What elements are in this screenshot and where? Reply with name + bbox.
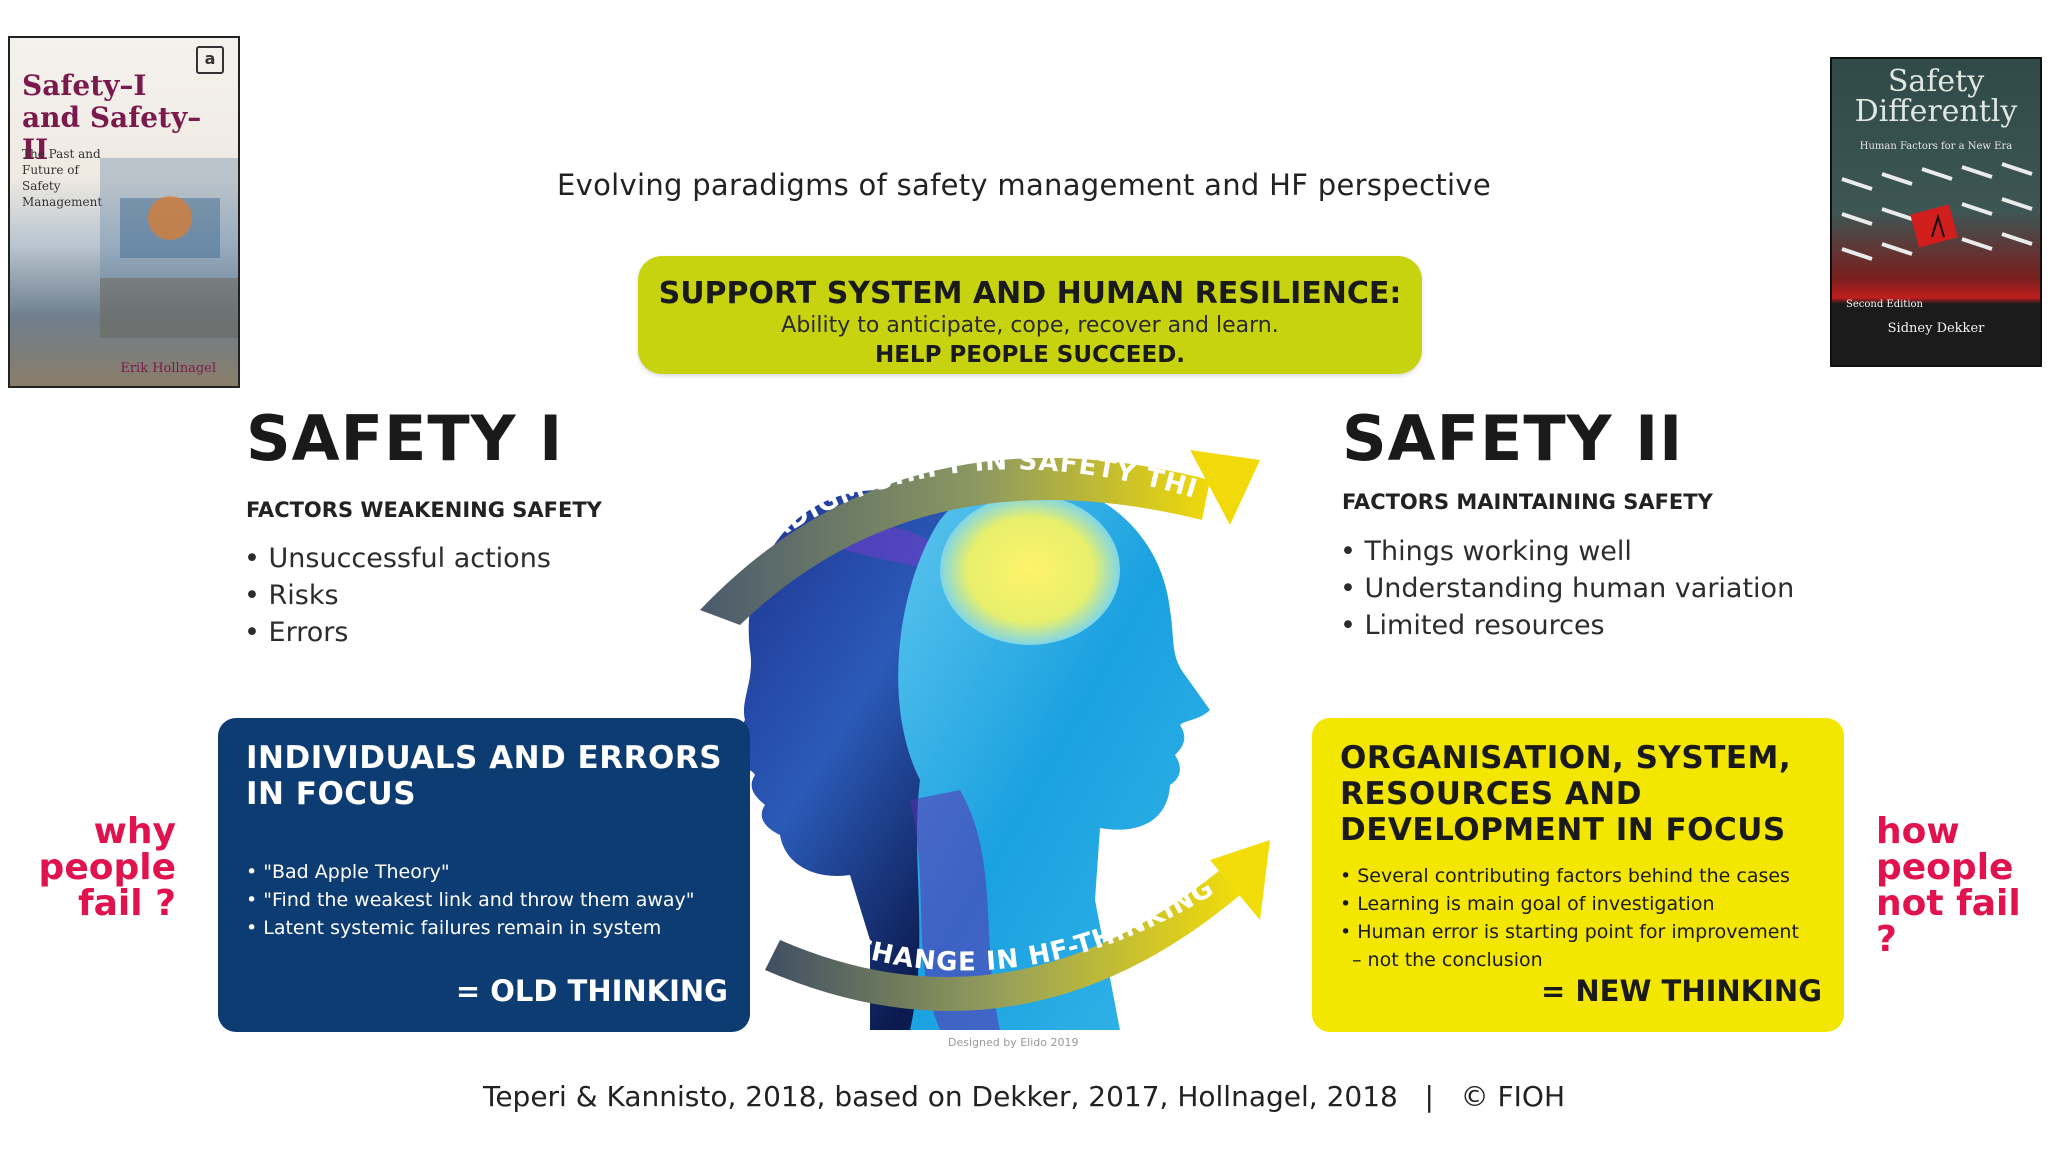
- heads-illustration: PARADIGM SHIFT IN SAFETY THINKING CHANGE…: [580, 380, 1270, 1030]
- new-box-heading-line-1: ORGANISATION, SYSTEM,: [1340, 740, 1792, 776]
- arrows-art-icon: [1841, 162, 2033, 261]
- old-thinking-label: = OLD THINKING: [455, 974, 728, 1008]
- hf-thinking-arrow: [765, 870, 1240, 1012]
- paradigm-shift-arrow: [700, 457, 1210, 625]
- safety-2-list: Things working well Understanding human …: [1340, 533, 1795, 644]
- book-cover-art-icon: [100, 158, 238, 338]
- new-thinking-box: ORGANISATION, SYSTEM, RESOURCES AND DEVE…: [1312, 718, 1844, 1032]
- list-item: "Bad Apple Theory": [246, 858, 722, 886]
- list-item: Errors: [244, 614, 551, 651]
- new-box-heading-line-3: DEVELOPMENT IN FOCUS: [1340, 812, 1786, 848]
- list-item: Learning is main goal of investigation: [1340, 890, 1816, 918]
- list-item: Latent systemic failures remain in syste…: [246, 914, 722, 942]
- why-people-fail-question: why people fail ?: [38, 811, 176, 924]
- list-item: Unsuccessful actions: [244, 540, 551, 577]
- list-item: Limited resources: [1340, 607, 1794, 644]
- resilience-heading: SUPPORT SYSTEM AND HUMAN RESILIENCE:: [658, 276, 1402, 311]
- list-item: Several contributing factors behind the …: [1340, 862, 1816, 890]
- brain-highlight: [940, 495, 1120, 645]
- publisher-logo-icon: a: [196, 46, 224, 74]
- safety-2-heading: SAFETY II: [1342, 402, 1684, 475]
- safety-1-list: Unsuccessful actions Risks Errors: [244, 540, 551, 651]
- list-item: Things working well: [1340, 533, 1794, 570]
- resilience-goal: HELP PEOPLE SUCCEED.: [874, 342, 1186, 368]
- designer-credit: Designed by Elido 2019: [948, 1036, 1079, 1049]
- page-title: Evolving paradigms of safety management …: [557, 168, 1491, 202]
- book-title: Safety–I and Safety–II: [22, 69, 202, 166]
- resilience-description: Ability to anticipate, cope, recover and…: [781, 313, 1279, 338]
- old-box-heading-line-1: INDIVIDUALS AND ERRORS: [246, 740, 723, 776]
- book-author: Erik Hollnagel: [120, 361, 216, 376]
- list-item: Risks: [244, 577, 551, 614]
- safety-1-subheading: FACTORS WEAKENING SAFETY: [246, 498, 602, 522]
- new-box-list: Several contributing factors behind the …: [1340, 862, 1816, 974]
- new-box-heading-line-2: RESOURCES AND: [1340, 776, 1642, 812]
- safety-1-heading: SAFETY I: [246, 402, 564, 475]
- safety-2-subheading: FACTORS MAINTAINING SAFETY: [1342, 490, 1713, 514]
- book-cover-safety-i-ii: a Safety–I and Safety–II The Past and Fu…: [8, 36, 240, 388]
- how-people-not-fail-question: how people not fail ?: [1876, 811, 2021, 960]
- book-subtitle: The Past and Future of Safety Management: [22, 147, 103, 209]
- new-thinking-label: = NEW THINKING: [1540, 974, 1822, 1008]
- resilience-box: SUPPORT SYSTEM AND HUMAN RESILIENCE: Abi…: [638, 256, 1422, 374]
- book-author: Sidney Dekker: [1887, 321, 1985, 336]
- list-item-continuation: – not the conclusion: [1352, 949, 1543, 971]
- book-subtitle: Human Factors for a New Era: [1859, 141, 2013, 152]
- old-box-list: "Bad Apple Theory" "Find the weakest lin…: [246, 858, 722, 942]
- old-box-heading-line-2: IN FOCUS: [246, 776, 417, 812]
- list-item: Understanding human variation: [1340, 570, 1795, 607]
- book-title: Safety Differently: [1854, 64, 2018, 129]
- list-item: "Find the weakest link and throw them aw…: [246, 886, 722, 914]
- source-citation: Teperi & Kannisto, 2018, based on Dekker…: [482, 1080, 1566, 1113]
- book-edition: Second Edition: [1846, 299, 1923, 310]
- list-item: Human error is starting point for improv…: [1340, 918, 1816, 946]
- book-cover-safety-differently: Safety Differently Human Factors for a N…: [1830, 57, 2042, 367]
- old-thinking-box: INDIVIDUALS AND ERRORS IN FOCUS "Bad App…: [218, 718, 750, 1032]
